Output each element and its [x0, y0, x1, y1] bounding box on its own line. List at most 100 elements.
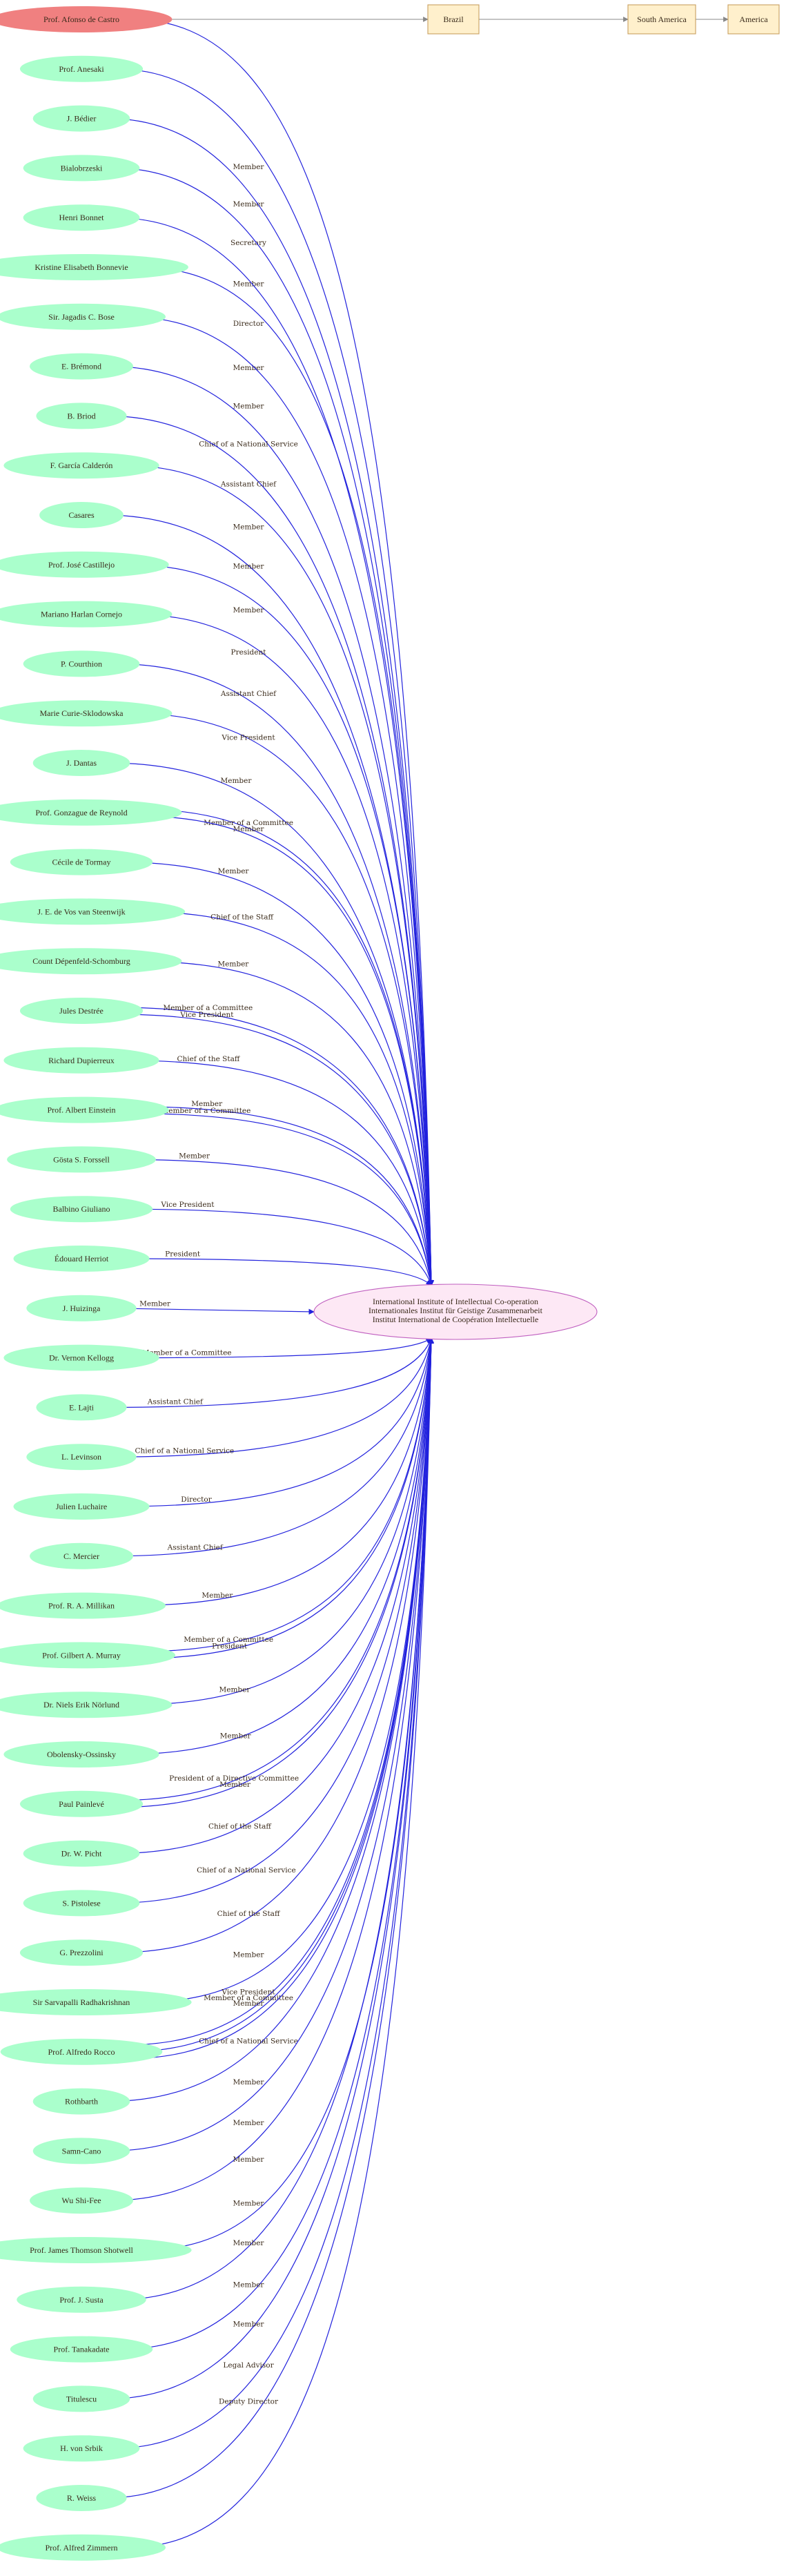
person-ellipse	[0, 303, 166, 330]
person-ellipse	[36, 2485, 127, 2511]
edge-l-levinson-to-hub	[111, 1337, 433, 1458]
edge-label: Member	[233, 1950, 265, 1959]
edge-dr-w-picht-to-hub	[113, 1337, 434, 1854]
person-ellipse	[0, 1692, 173, 1718]
edge-label: Member	[219, 1781, 251, 1789]
edge-b-briod-to-hub	[106, 415, 434, 1286]
edge-label: Deputy Director	[219, 2398, 279, 2406]
person-ellipse	[30, 1542, 133, 1569]
person-node-l-levinson: L. Levinson	[26, 1444, 137, 1471]
person-label: Samn-Cano	[62, 2146, 101, 2156]
person-ellipse	[23, 1890, 140, 1917]
edge-label: Member	[233, 2239, 265, 2247]
person-ellipse	[26, 1295, 137, 1321]
edge-sir-sarvapalli-radhakrishnan-to-hub	[141, 1337, 434, 2003]
edge-label: Member of a Committee	[161, 1107, 250, 1115]
edge-jules-destree-to-hub-2	[115, 1014, 434, 1286]
edge-balbino-giuliano-to-hub	[120, 1208, 433, 1286]
person-ellipse	[7, 1146, 156, 1173]
person-label: Prof. José Castillejo	[48, 560, 115, 570]
person-ellipse	[30, 353, 133, 380]
person-label: Kristine Elisabeth Bonnevie	[35, 262, 128, 272]
person-label: Obolensky-Ossinsky	[47, 1750, 116, 1759]
person-ellipse	[10, 849, 153, 875]
person-node-mariano-harlan-cornejo: Mariano Harlan Cornejo	[0, 601, 173, 628]
person-ellipse	[3, 452, 159, 479]
hub-label-line-3: Institut International de Coopération In…	[373, 1315, 539, 1324]
person-node-b-briod: B. Briod	[36, 403, 127, 429]
edge-sir-jagadis-c-bose-to-hub	[128, 316, 435, 1286]
edge-count-depenfeld-schomburg-to-hub	[137, 960, 434, 1286]
person-ellipse	[0, 551, 169, 578]
edge-prof-jose-castillejo-to-hub	[129, 564, 434, 1286]
edge-cecile-de-tormay-to-hub	[120, 862, 434, 1286]
edge-dr-vernon-kellogg-to-hub	[124, 1337, 432, 1359]
edge-label: Vice President	[160, 1201, 215, 1209]
person-node-prof-gonzague-de-reynold: Prof. Gonzague de Reynold	[0, 799, 182, 826]
person-node-prof-albert-einstein: Prof. Albert Einstein	[0, 1096, 169, 1123]
person-ellipse	[0, 254, 188, 280]
person-label: Henri Bonnet	[59, 213, 105, 222]
person-node-prof-alfred-zimmern: Prof. Alfred Zimmern	[0, 2534, 166, 2561]
person-label: Dr. Vernon Kellogg	[49, 1353, 114, 1363]
edge-label: Member	[233, 1999, 265, 2008]
edge-label: Member of a Committee	[142, 1348, 232, 1357]
person-ellipse	[10, 1196, 153, 1223]
person-label: Prof. Gilbert A. Murray	[42, 1650, 121, 1660]
person-label: Dr. Niels Erik Nörlund	[43, 1700, 119, 1710]
person-node-sir-sarvapalli-radhakrishnan: Sir Sarvapalli Radhakrishnan	[0, 1989, 192, 2015]
edge-j-dantas-to-hub	[108, 762, 434, 1286]
person-node-e-bremond: E. Brémond	[30, 353, 133, 380]
edge-s-pistolese-to-hub	[113, 1337, 434, 1904]
person-node-marie-curie-sklodowska: Marie Curie-Sklodowska	[0, 700, 173, 727]
person-node-prof-gilbert-a-murray: Prof. Gilbert A. Murray	[0, 1642, 176, 1669]
person-label: P. Courthion	[61, 659, 102, 668]
person-label: Sir Sarvapalli Radhakrishnan	[33, 1997, 130, 2007]
edge-prof-gilbert-a-murray-to-hub-2	[132, 1337, 434, 1659]
person-label: Prof. Alfred Zimmern	[46, 2543, 118, 2553]
person-node-p-courthion: P. Courthion	[23, 650, 140, 677]
person-label: B. Briod	[67, 411, 95, 420]
person-label: L. Levinson	[61, 1452, 101, 1462]
place-node-brazil: Brazil	[427, 4, 480, 35]
edge-label: Chief of a National Service	[199, 2037, 298, 2045]
edges-layer: MemberMemberSecretaryMemberDirectorMembe…	[104, 17, 729, 2548]
person-node-r-weiss: R. Weiss	[36, 2485, 127, 2511]
edge-label: Chief of a National Service	[135, 1446, 235, 1455]
person-label: C. Mercier	[63, 1551, 99, 1561]
place-box	[727, 4, 780, 35]
edge-prof-gonzague-de-reynold-to-hub-1	[137, 808, 434, 1286]
edge-label: Member	[233, 2199, 265, 2207]
person-node-cecile-de-tormay: Cécile de Tormay	[10, 849, 153, 875]
edge-label: Assistant Chief	[167, 1544, 224, 1552]
person-ellipse	[17, 2286, 146, 2313]
edge-paul-painleve-to-hub-1	[115, 1337, 434, 1801]
person-node-obolensky-ossinsky: Obolensky-Ossinsky	[3, 1741, 159, 1768]
person-ellipse	[26, 1444, 137, 1471]
person-ellipse	[19, 55, 144, 82]
hub-label-line-1: International Institute of Intellectual …	[373, 1297, 538, 1306]
person-label: Julien Luchaire	[56, 1502, 107, 1511]
edge-kristine-elisabeth-bonnevie-to-hub	[140, 267, 435, 1286]
edge-label: Member	[139, 1300, 171, 1308]
person-node-edouard-herriot: Édouard Herriot	[13, 1246, 150, 1272]
person-ellipse	[13, 1246, 150, 1272]
edge-obolensky-ossinsky-to-hub	[124, 1337, 434, 1755]
person-node-count-depenfeld-schomburg: Count Dépenfeld-Schomburg	[0, 948, 182, 975]
edge-label: Chief of the Staff	[208, 1822, 272, 1830]
person-ellipse	[32, 105, 130, 132]
person-ellipse	[32, 2088, 130, 2115]
person-label: Mariano Harlan Cornejo	[41, 610, 122, 619]
edge-label: Chief of the Staff	[217, 1910, 281, 1918]
person-ellipse	[10, 2336, 153, 2363]
edge-label: Legal Advisor	[223, 2361, 274, 2370]
person-label: Marie Curie-Sklodowska	[40, 708, 124, 718]
edge-wu-shi-fee-to-hub	[110, 1337, 434, 2201]
person-ellipse	[0, 2534, 166, 2561]
edge-e-lajti-to-hub	[106, 1337, 433, 1408]
edge-label: Member	[233, 825, 265, 833]
person-ellipse	[0, 1592, 166, 1619]
place-node-south-america: South America	[627, 4, 696, 35]
person-ellipse	[0, 1642, 176, 1669]
